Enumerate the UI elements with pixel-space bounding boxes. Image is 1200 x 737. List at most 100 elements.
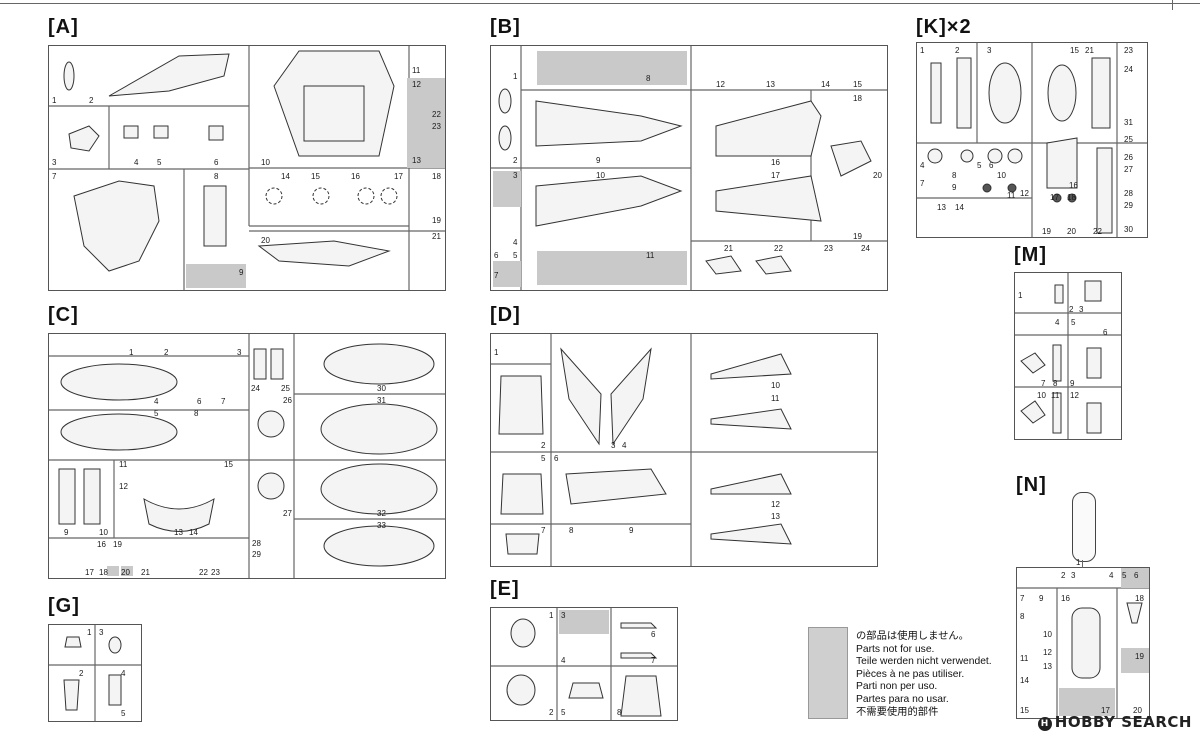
part-number: 28 (252, 539, 261, 548)
part-number: 12 (771, 500, 780, 509)
part-number: 26 (283, 396, 292, 405)
part-number: 7 (920, 179, 925, 188)
part-number: 6 (554, 454, 559, 463)
part-number: 20 (261, 236, 270, 245)
part-number: 18 (853, 94, 862, 103)
part-number: 28 (1124, 189, 1133, 198)
part-number: 9 (64, 528, 69, 537)
part-number: 4 (121, 669, 126, 678)
canopy-part-n1 (1072, 492, 1096, 562)
part-number: 15 (224, 460, 233, 469)
part-number: 6 (214, 158, 219, 167)
part-number: 6 (989, 161, 994, 170)
notice-line-fr: Pièces à ne pas utiliser. (856, 668, 965, 680)
part-number: 2 (549, 708, 554, 717)
part-number: 4 (1109, 571, 1114, 580)
part-number: 15 (853, 80, 862, 89)
part-number: 25 (281, 384, 290, 393)
sprue-d-drawing (491, 334, 877, 566)
part-number: 20 (1133, 706, 1142, 715)
sprue-m-drawing (1015, 273, 1121, 439)
notice-line-de: Teile werden nicht verwendet. (856, 656, 992, 668)
part-number: 18 (1135, 594, 1144, 603)
part-number: 11 (771, 394, 780, 403)
top-border-tick (1172, 0, 1173, 10)
unused-parts-notice: の部品は使用しません。 Parts not for use. Teile wer… (856, 631, 992, 719)
part-number: 17 (771, 171, 780, 180)
sprue-k-drawing (917, 43, 1147, 237)
part-number: 11 (1051, 391, 1060, 400)
part-number: 8 (569, 526, 574, 535)
part-number: 3 (1071, 571, 1076, 580)
part-number: 14 (821, 80, 830, 89)
part-number: 29 (1124, 201, 1133, 210)
part-number: 2 (541, 441, 546, 450)
part-number: 1 (1018, 291, 1023, 300)
part-number: 13 (174, 528, 183, 537)
part-number: 17 (1101, 706, 1110, 715)
part-number: 12 (412, 80, 421, 89)
part-number: 5 (1071, 318, 1076, 327)
unused-parts-swatch (808, 627, 848, 719)
part-number: 4 (622, 441, 627, 450)
part-number: 16 (1061, 594, 1070, 603)
part-number: 5 (157, 158, 162, 167)
notice-line-zh: 不需要使用的部件 (856, 706, 939, 718)
part-number: 6 (1134, 571, 1139, 580)
sprue-m: 1 2 3 4 5 6 7 8 9 10 11 12 (1014, 272, 1122, 440)
part-number: 1 (513, 72, 518, 81)
part-number: 14 (1020, 676, 1029, 685)
part-number: 16 (97, 540, 106, 549)
part-number: 8 (1053, 379, 1058, 388)
part-number: 31 (377, 396, 386, 405)
canopy-gate (1082, 560, 1083, 568)
part-number: 14 (281, 172, 290, 181)
hobbysearch-logo-icon: H (1037, 717, 1052, 731)
part-number: 19 (1135, 652, 1144, 661)
part-number: 20 (121, 568, 130, 577)
part-number: 12 (1043, 648, 1052, 657)
sprue-label-a: [A] (48, 16, 79, 38)
part-number: 1 (87, 628, 92, 637)
part-number: 6 (651, 630, 656, 639)
part-number: 12 (716, 80, 725, 89)
part-number: 11 (646, 251, 655, 260)
part-number: 13 (412, 156, 421, 165)
notice-line-en: Parts not for use. (856, 643, 935, 655)
part-number: 10 (1043, 630, 1052, 639)
part-number: 3 (561, 611, 566, 620)
part-number: 2 (1069, 305, 1074, 314)
part-number: 31 (1124, 118, 1133, 127)
part-number: 17 (85, 568, 94, 577)
part-number: 4 (920, 161, 925, 170)
part-number: 27 (1124, 165, 1133, 174)
part-number: 21 (1085, 46, 1094, 55)
sprue-b-drawing (491, 46, 887, 290)
part-number: 8 (617, 708, 622, 717)
part-number: 1 (129, 348, 134, 357)
part-number: 19 (113, 540, 122, 549)
part-number: 12 (1070, 391, 1079, 400)
part-number: 23 (211, 568, 220, 577)
part-number: 13 (771, 512, 780, 521)
part-number: 9 (596, 156, 601, 165)
part-number: 29 (252, 550, 261, 559)
part-number: 3 (987, 46, 992, 55)
part-number: 23 (824, 244, 833, 253)
part-number: 4 (134, 158, 139, 167)
part-number: 26 (1124, 153, 1133, 162)
sprue-a: 1 2 3 4 5 6 7 8 9 10 11 12 13 14 15 16 1… (48, 45, 446, 291)
part-number: 18 (1067, 193, 1076, 202)
part-number: 12 (119, 482, 128, 491)
part-number: 15 (311, 172, 320, 181)
sprue-e-drawing (491, 608, 677, 720)
top-border-line (0, 3, 1200, 4)
part-number: 24 (861, 244, 870, 253)
part-number: 1 (52, 96, 57, 105)
part-number: 15 (1020, 706, 1029, 715)
part-number: 16 (351, 172, 360, 181)
part-number: 8 (952, 171, 957, 180)
part-number: 22 (774, 244, 783, 253)
sprue-label-n: [N] (1016, 474, 1047, 496)
